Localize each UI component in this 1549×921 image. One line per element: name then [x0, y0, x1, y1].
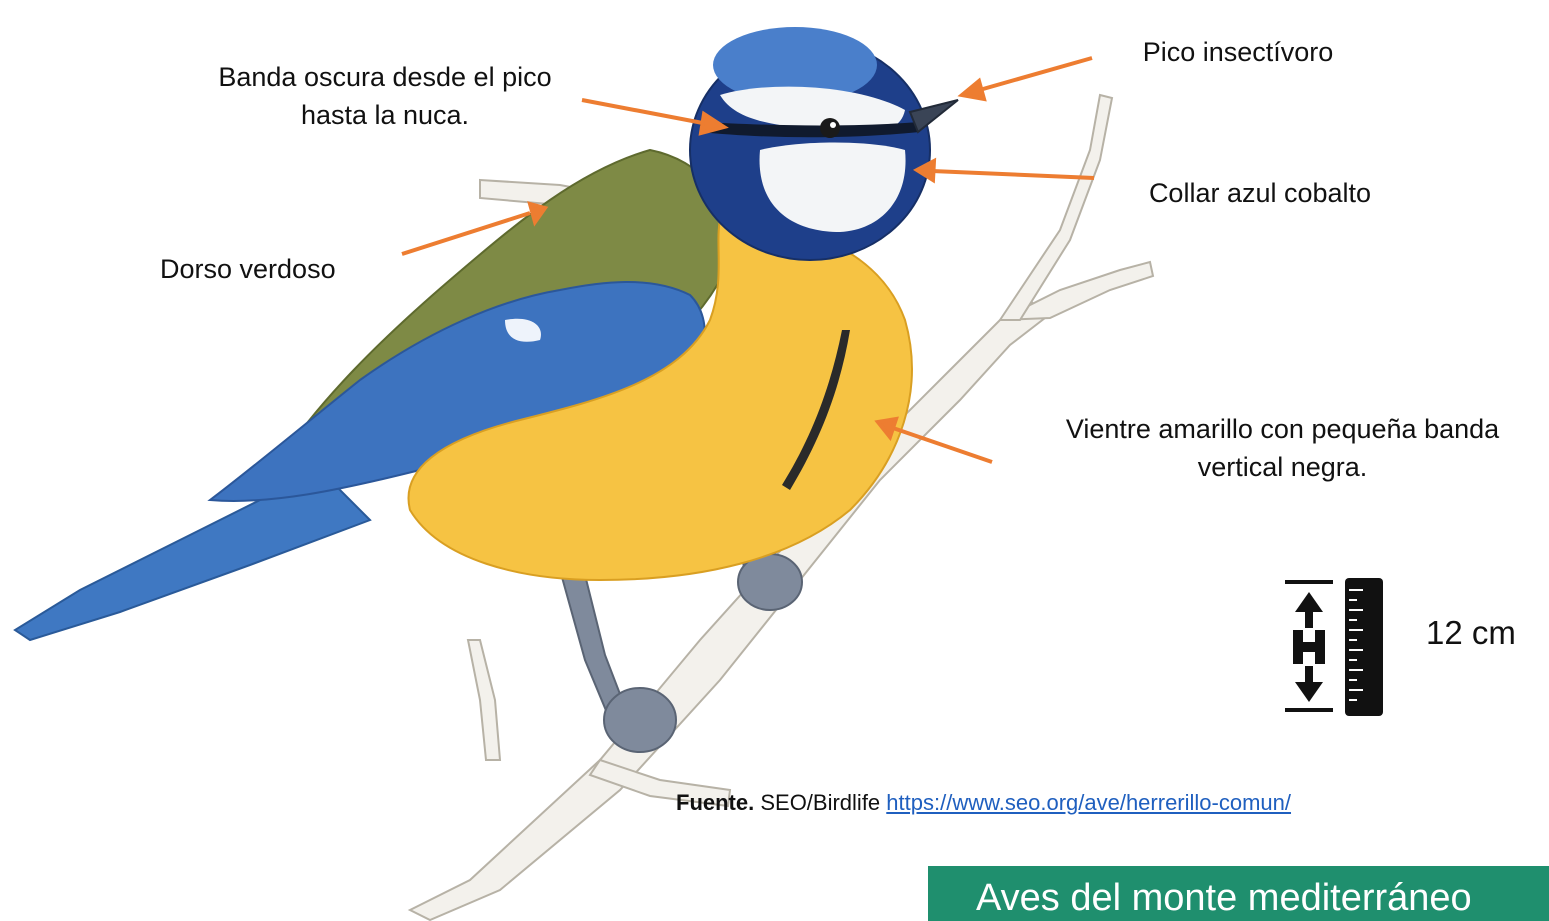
label-back: Dorso verdoso	[160, 250, 390, 288]
arrow-beak	[976, 58, 1092, 91]
label-collar: Collar azul cobalto	[1110, 174, 1410, 212]
source-organization: SEO/Birdlife	[754, 790, 886, 815]
height-ruler-icon	[1283, 578, 1385, 718]
slide-title: Aves del monte mediterráneo	[976, 876, 1472, 920]
label-belly: Vientre amarillo con pequeña banda verti…	[1010, 410, 1549, 486]
title-banner: Aves del monte mediterráneo	[928, 866, 1549, 921]
source-link[interactable]: https://www.seo.org/ave/herrerillo-comun…	[886, 790, 1291, 815]
source-citation: Fuente. SEO/Birdlife https://www.seo.org…	[676, 790, 1549, 816]
size-value: 12 cm	[1426, 614, 1516, 652]
label-beak: Pico insectívoro	[1108, 33, 1368, 71]
label-dark-band: Banda oscura desde el pico hasta la nuca…	[160, 58, 610, 134]
head	[690, 27, 958, 260]
source-label: Fuente.	[676, 790, 754, 815]
arrow-collar	[932, 171, 1094, 178]
tail	[15, 470, 370, 640]
arrow-beak-head	[962, 81, 984, 99]
